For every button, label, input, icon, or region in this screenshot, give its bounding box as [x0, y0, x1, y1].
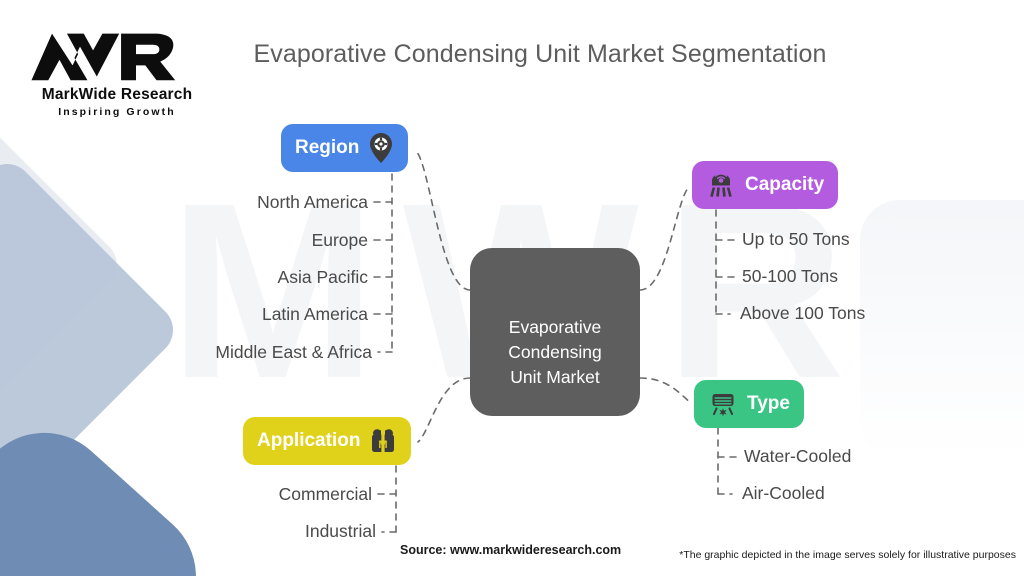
brand-tagline: Inspiring Growth	[58, 106, 176, 118]
branch-badge-application[interactable]: Application M	[243, 417, 412, 465]
mwr-logo-icon	[31, 33, 175, 81]
location-pin-gear-icon	[368, 133, 394, 163]
leaf-application-1: Industrial	[304, 521, 376, 541]
branch-badge-type[interactable]: Type	[694, 380, 804, 428]
decorative-panel-right	[860, 200, 1024, 460]
center-node-label: Evaporative Condensing Unit Market	[508, 317, 602, 387]
branch-label-type: Type	[747, 393, 790, 414]
branch-label-application: Application	[257, 430, 361, 451]
package-box-m-icon: M	[369, 427, 397, 456]
leaf-region-4: Middle East & Africa	[215, 342, 372, 362]
branch-badge-capacity[interactable]: Capacity	[692, 161, 839, 209]
center-node: Evaporative Condensing Unit Market	[470, 248, 640, 416]
branch-label-capacity: Capacity	[745, 174, 825, 195]
source-label: Source: www.markwideresearch.com	[400, 543, 622, 557]
leaf-application-0: Commercial	[278, 484, 372, 504]
leaf-capacity-2: Above 100 Tons	[740, 303, 866, 323]
leaf-capacity-1: 50-100 Tons	[742, 266, 839, 286]
leaf-region-2: Asia Pacific	[277, 267, 368, 287]
leaf-type-1: Air-Cooled	[742, 483, 825, 503]
brand-name: MarkWide Research	[41, 86, 193, 103]
leaf-type-0: Water-Cooled	[744, 446, 852, 466]
leaf-region-3: Latin America	[261, 304, 368, 324]
air-conditioner-icon	[708, 390, 738, 418]
brand-logo: MarkWide Research Inspiring Growth	[22, 28, 212, 118]
leaf-region-1: Europe	[311, 230, 368, 250]
disclaimer-label: *The graphic depicted in the image serve…	[679, 549, 1016, 561]
svg-text:M: M	[379, 439, 388, 451]
leaf-region-0: North America	[257, 192, 368, 212]
branch-label-region: Region	[295, 137, 360, 158]
cooling-tower-icon	[706, 171, 736, 199]
branch-badge-region[interactable]: Region	[281, 124, 409, 172]
page-title: Evaporative Condensing Unit Market Segme…	[253, 40, 827, 68]
leaf-capacity-0: Up to 50 Tons	[742, 229, 850, 249]
